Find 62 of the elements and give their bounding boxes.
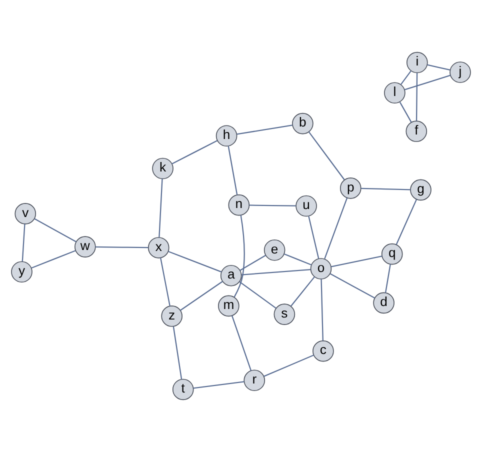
node-circle: y — [11, 261, 32, 283]
connector — [400, 70, 412, 85]
connector — [240, 254, 266, 271]
connector — [180, 280, 223, 311]
connector — [241, 268, 311, 276]
node-circle: r — [244, 370, 266, 392]
connector — [320, 279, 324, 341]
node-circle: p — [340, 178, 362, 199]
connector — [264, 354, 314, 377]
node-circle: n — [228, 194, 250, 216]
connector — [404, 74, 451, 90]
connector — [330, 273, 375, 298]
node-circle: t — [172, 378, 194, 400]
connector — [427, 64, 450, 71]
connector — [234, 215, 245, 298]
node-circle: c — [312, 340, 334, 362]
connector — [290, 276, 315, 306]
connector — [34, 218, 76, 242]
node-circle: j — [450, 62, 471, 83]
node-circle: a — [220, 264, 242, 286]
connector — [95, 246, 148, 248]
connector — [231, 315, 252, 371]
connector — [168, 250, 222, 272]
connector — [160, 258, 170, 306]
connector — [239, 281, 276, 309]
connector — [236, 124, 292, 135]
node-circle: i — [406, 52, 428, 74]
connector — [384, 264, 391, 293]
node-circle: q — [381, 243, 403, 265]
connector — [361, 188, 410, 190]
node-circle: l — [384, 82, 406, 104]
connector — [228, 146, 238, 195]
node-circle: b — [292, 112, 314, 134]
connector — [172, 140, 218, 164]
connector — [399, 102, 412, 123]
node-circle: o — [310, 258, 332, 280]
node-circle: m — [218, 295, 240, 317]
connector — [284, 253, 312, 266]
connector — [158, 178, 163, 238]
node-circle: h — [216, 125, 238, 147]
node-circle: g — [410, 179, 432, 201]
node-circle: v — [14, 203, 36, 224]
connector — [324, 198, 348, 260]
node-circle: e — [264, 239, 286, 261]
node-circle: f — [406, 120, 428, 142]
connector — [308, 216, 320, 259]
node-circle: u — [296, 195, 317, 217]
node-circle: x — [148, 237, 170, 258]
node-circle: w — [74, 236, 96, 258]
connector — [249, 204, 296, 206]
connector — [193, 381, 244, 389]
connector — [22, 224, 26, 262]
node-circle: z — [161, 306, 182, 327]
node-circle: k — [152, 158, 174, 180]
connector — [172, 326, 182, 380]
connector — [416, 72, 418, 121]
node-circle: d — [373, 292, 394, 314]
node-circle: s — [274, 304, 296, 325]
connector — [331, 256, 382, 268]
connector — [396, 199, 418, 245]
connector — [308, 131, 345, 180]
connector — [31, 250, 76, 269]
